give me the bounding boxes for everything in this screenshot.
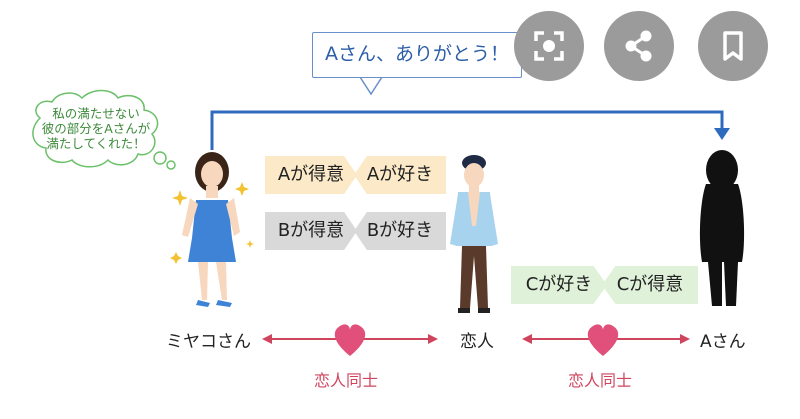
share-icon [625,30,652,62]
callout-tail [358,76,384,96]
name-a-san: Aさん [700,332,746,352]
tag-a-likes: Aが好き [354,156,446,194]
silhouette-figure [699,150,745,306]
connector-arrowhead [714,128,730,140]
callout-text: Aさん、ありがとう！ [325,43,509,65]
thought-line-2: 彼の部分をAさんが [41,121,151,136]
tag-c-likes: Cが好き [511,266,607,304]
thought-line-1: 私の満たせない [52,106,140,121]
tag-b-likes: Bが好き [354,212,446,250]
tag-c-good-at: Cが得意 [602,266,698,304]
sparkle-icons [170,182,254,264]
lens-button[interactable] [514,11,584,81]
tag-b-good-at: Bが得意 [265,212,357,250]
heart-icon [587,324,619,356]
bookmark-button[interactable] [698,11,768,81]
thought-bubble: 私の満たせない 彼の部分をAさんが 満たしてくれた！ [40,106,152,151]
name-lover: 恋人 [460,332,494,352]
man-figure [450,155,498,313]
relation-label-right: 恋人同士 [568,371,633,390]
woman-figure [182,152,240,307]
bookmark-icon [723,31,743,61]
thought-line-3: 満たしてくれた！ [46,136,146,151]
connector-line [210,110,724,150]
name-miyako: ミヤコさん [166,332,251,352]
relation-label-left: 恋人同士 [314,371,379,390]
share-button[interactable] [604,11,674,81]
speech-callout: Aさん、ありがとう！ [312,32,522,78]
heart-icon [334,324,366,356]
lens-icon [534,31,564,61]
tag-a-good-at: Aが得意 [265,156,357,194]
thought-bubble-cloud [32,89,176,170]
